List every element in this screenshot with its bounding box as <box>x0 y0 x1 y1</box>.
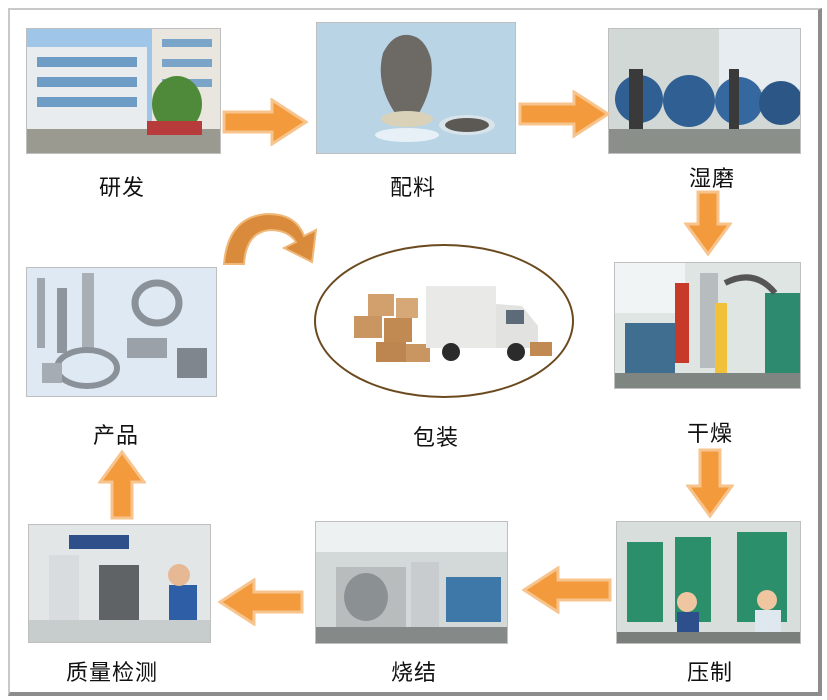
arrow-right-icon <box>222 98 308 146</box>
drying-photo <box>614 262 801 389</box>
step-label-research: 研发 <box>98 176 145 201</box>
delivery-truck-icon <box>354 286 552 362</box>
step-label-pressing: 压制 <box>686 661 733 686</box>
arrow-up-icon <box>98 450 146 520</box>
arrow-down-icon <box>686 448 734 518</box>
sintering-photo <box>315 521 508 644</box>
step-label-batching: 配料 <box>389 176 436 201</box>
inspection-photo <box>28 524 211 643</box>
products-photo <box>26 267 217 397</box>
step-label-inspection: 质量检测 <box>65 661 158 686</box>
arrow-down-icon <box>684 190 732 256</box>
curved-arrow-icon <box>222 212 318 265</box>
pressing-photo <box>616 521 801 644</box>
step-label-wet-milling: 湿磨 <box>688 167 735 192</box>
packaging-ellipse <box>314 244 574 398</box>
arrow-left-icon <box>218 578 304 626</box>
arrow-left-icon <box>522 566 612 614</box>
step-label-drying: 干燥 <box>686 422 733 447</box>
step-label-sintering: 烧结 <box>390 661 437 686</box>
batching-photo <box>316 22 516 154</box>
step-label-products: 产品 <box>92 424 139 449</box>
arrow-right-icon <box>518 90 610 138</box>
wet-milling-photo <box>608 28 801 154</box>
step-label-packaging: 包装 <box>412 426 459 451</box>
research-photo <box>26 28 221 154</box>
